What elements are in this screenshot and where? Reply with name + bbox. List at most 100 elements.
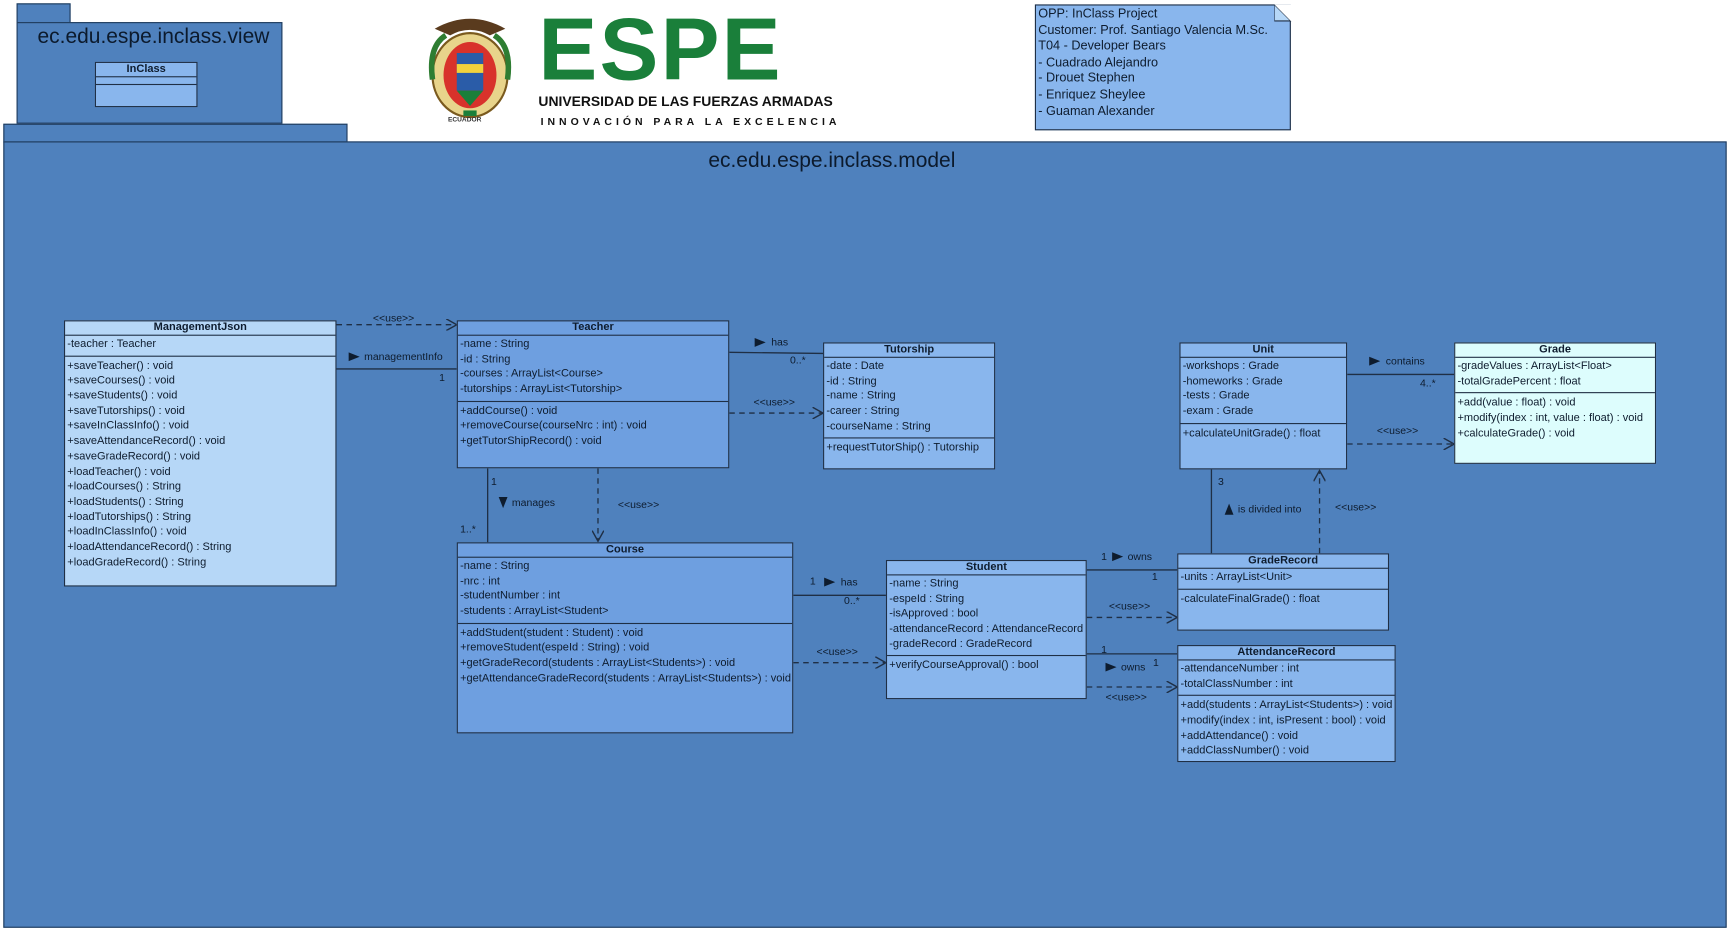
class-operation: +modify(index : int, isPresent : bool) :… bbox=[1180, 714, 1386, 727]
class-attribute: -tutorships : ArrayList<Tutorship> bbox=[460, 383, 623, 396]
class-operation: +saveAttendanceRecord() : void bbox=[67, 435, 226, 448]
class-inclass[interactable]: InClass bbox=[94, 61, 198, 108]
class-operation: +add(value : float) : void bbox=[1457, 396, 1576, 410]
class-name: Unit bbox=[1180, 343, 1347, 358]
class-operation: +loadInClassInfo() : void bbox=[67, 526, 187, 539]
label-owns-1: owns bbox=[1127, 551, 1153, 564]
label-use-teacher-tutorship: <<use>> bbox=[753, 396, 795, 409]
class-attributes-compartment bbox=[95, 77, 197, 86]
assoc-teacher-tutorship bbox=[729, 351, 824, 355]
class-unit[interactable]: Unit -workshops : Grade -homeworks : Grade… bbox=[1179, 342, 1348, 470]
espe-wordmark: ESPE bbox=[538, 0, 783, 99]
class-tutorship[interactable]: Tutorship-date : Date-id : String-name :… bbox=[823, 342, 996, 470]
class-operation: +saveTeacher() : void bbox=[67, 359, 174, 372]
class-operations: +verifyCourseApproval() : bool bbox=[887, 657, 1086, 674]
class-attribute: -espeId : String bbox=[889, 592, 965, 605]
class-attributes: -name : String-id : String-courses : Arr… bbox=[457, 336, 729, 402]
class-operation: +modify(index : int, value : float) : vo… bbox=[1457, 412, 1643, 425]
class-attribute: -courseName : String bbox=[826, 420, 931, 433]
direction-arrow-divided bbox=[1224, 503, 1234, 515]
class-teacher[interactable]: Teacher-name : String-id : String-course… bbox=[456, 320, 730, 469]
class-attribute: -workshops : Grade bbox=[1182, 360, 1280, 373]
class-attributes: -date : Date-id : String-name : String-c… bbox=[824, 358, 995, 439]
mult-managementinfo: 1 bbox=[439, 372, 445, 385]
class-grade[interactable]: Grade-gradeValues : ArrayList<Float>-tot… bbox=[1454, 342, 1657, 464]
class-attribute: -name : String bbox=[826, 390, 896, 403]
label-use-management-teacher: <<use>> bbox=[372, 312, 415, 325]
class-attendancerecord[interactable]: AttendanceRecord-attendanceNumber : int-… bbox=[1177, 645, 1396, 763]
direction-arrow-owns-2 bbox=[1105, 662, 1117, 672]
class-operation: +addStudent(student : Student) : void bbox=[460, 627, 644, 640]
label-use-student-attendance: <<use>> bbox=[1105, 691, 1147, 704]
class-operation: +addAttendance() : void bbox=[1180, 729, 1298, 742]
class-operation: +loadTeacher() : void bbox=[67, 465, 171, 478]
class-attribute: -id : String bbox=[826, 375, 877, 388]
class-operation: +calculateUnitGrade() : float bbox=[1182, 427, 1321, 440]
class-operation: +saveTutorships() : void bbox=[67, 405, 185, 418]
model-package[interactable]: ec.edu.espe.inclass.model bbox=[3, 141, 1727, 928]
class-operations: +add(students : ArrayList<Students>) : v… bbox=[1178, 696, 1394, 759]
class-managementjson[interactable]: ManagementJson-teacher : Teacher+saveTea… bbox=[63, 320, 337, 587]
mult-manages-course: 1..* bbox=[460, 523, 476, 536]
class-course[interactable]: Course-name : String-nrc : int-studentNu… bbox=[456, 542, 794, 734]
note-fold-corner bbox=[1274, 4, 1292, 23]
mult-owns-1-student: 1 bbox=[1101, 551, 1107, 564]
class-attribute: -name : String bbox=[460, 337, 530, 351]
class-attribute: -tests : Grade bbox=[1182, 390, 1250, 403]
class-operation: +getTutorShipRecord() : void bbox=[460, 435, 602, 448]
class-operation: +add(students : ArrayList<Students>) : v… bbox=[1180, 699, 1393, 712]
class-attributes: -teacher : Teacher bbox=[65, 336, 336, 357]
direction-arrow-manages bbox=[498, 497, 508, 509]
espe-seal-caption: ECUADOR bbox=[447, 117, 482, 124]
class-attribute: -totalClassNumber : int bbox=[1180, 677, 1293, 690]
label-managementinfo: managementInfo bbox=[364, 351, 443, 364]
class-attribute: -name : String bbox=[889, 577, 959, 590]
note-line: - Drouet Stephen bbox=[1038, 72, 1135, 86]
class-attributes: -attendanceNumber : int-totalClassNumber… bbox=[1178, 660, 1395, 697]
mult-owns-2-attendance: 1 bbox=[1152, 657, 1159, 670]
mult-teacher-has: 0..* bbox=[789, 354, 806, 367]
class-attribute: -isApproved : bool bbox=[889, 607, 979, 621]
class-operation: +loadCourses() : String bbox=[67, 480, 182, 493]
class-operation: +addClassNumber() : void bbox=[1180, 744, 1309, 758]
class-attributes: -name : String -espeId : String -isApprove… bbox=[887, 575, 1086, 657]
class-name: Course bbox=[457, 543, 793, 558]
class-operation: +loadStudents() : String bbox=[67, 495, 184, 508]
class-operation: +verifyCourseApproval() : bool bbox=[889, 659, 1039, 673]
class-attributes: -workshops : Grade -homeworks : Grade -tes… bbox=[1180, 358, 1347, 424]
direction-arrow-course-has bbox=[824, 577, 836, 587]
class-graderecord[interactable]: GradeRecord-units : ArrayList<Unit>-calc… bbox=[1177, 553, 1390, 631]
class-operations: +add(value : float) : void +modify(index … bbox=[1455, 394, 1655, 442]
class-student[interactable]: Student-name : String-espeId : String-is… bbox=[885, 559, 1087, 700]
class-operation: +requestTutorShip() : Tutorship bbox=[826, 442, 979, 455]
class-attribute: -totalGradePercent : float bbox=[1457, 375, 1581, 388]
class-attribute: -units : ArrayList<Unit> bbox=[1180, 571, 1293, 584]
view-package-title: ec.edu.espe.inclass.view bbox=[37, 25, 270, 49]
class-attribute: -gradeRecord : GradeRecord bbox=[889, 638, 1033, 651]
class-name: Teacher bbox=[457, 321, 729, 336]
mult-owns-1-graderecord: 1 bbox=[1151, 571, 1158, 584]
class-operation: +removeStudent(espeId : String) : void bbox=[460, 642, 650, 655]
class-operation: +saveInClassInfo() : void bbox=[67, 420, 190, 433]
mult-contains-grade: 4..* bbox=[1419, 377, 1436, 390]
class-attribute: -gradeValues : ArrayList<Float> bbox=[1457, 360, 1612, 373]
note-line: T04 - Developer Bears bbox=[1038, 39, 1166, 54]
class-operation: +saveGradeRecord() : void bbox=[67, 450, 201, 463]
label-manages: manages bbox=[511, 497, 556, 510]
class-operation: +getGradeRecord(students : ArrayList<Stu… bbox=[460, 657, 736, 670]
label-course-has: has bbox=[840, 576, 858, 589]
class-attribute: -homeworks : Grade bbox=[1182, 375, 1283, 388]
label-teacher-has: has bbox=[771, 336, 789, 350]
mult-owns-2-student: 1 bbox=[1101, 643, 1107, 657]
mult-course-has-student: 0..* bbox=[844, 595, 860, 608]
class-attribute: -students : ArrayList<Student> bbox=[460, 605, 609, 618]
class-attribute: -teacher : Teacher bbox=[67, 337, 157, 351]
class-attribute: -courses : ArrayList<Course> bbox=[460, 368, 603, 381]
note-line: - Enriquez Sheylee bbox=[1038, 88, 1146, 102]
note-line: - Guaman Alexander bbox=[1038, 104, 1155, 118]
class-operation: +removeCourse(courseNrc : int) : void bbox=[460, 420, 647, 433]
class-attribute: -name : String bbox=[460, 559, 530, 573]
